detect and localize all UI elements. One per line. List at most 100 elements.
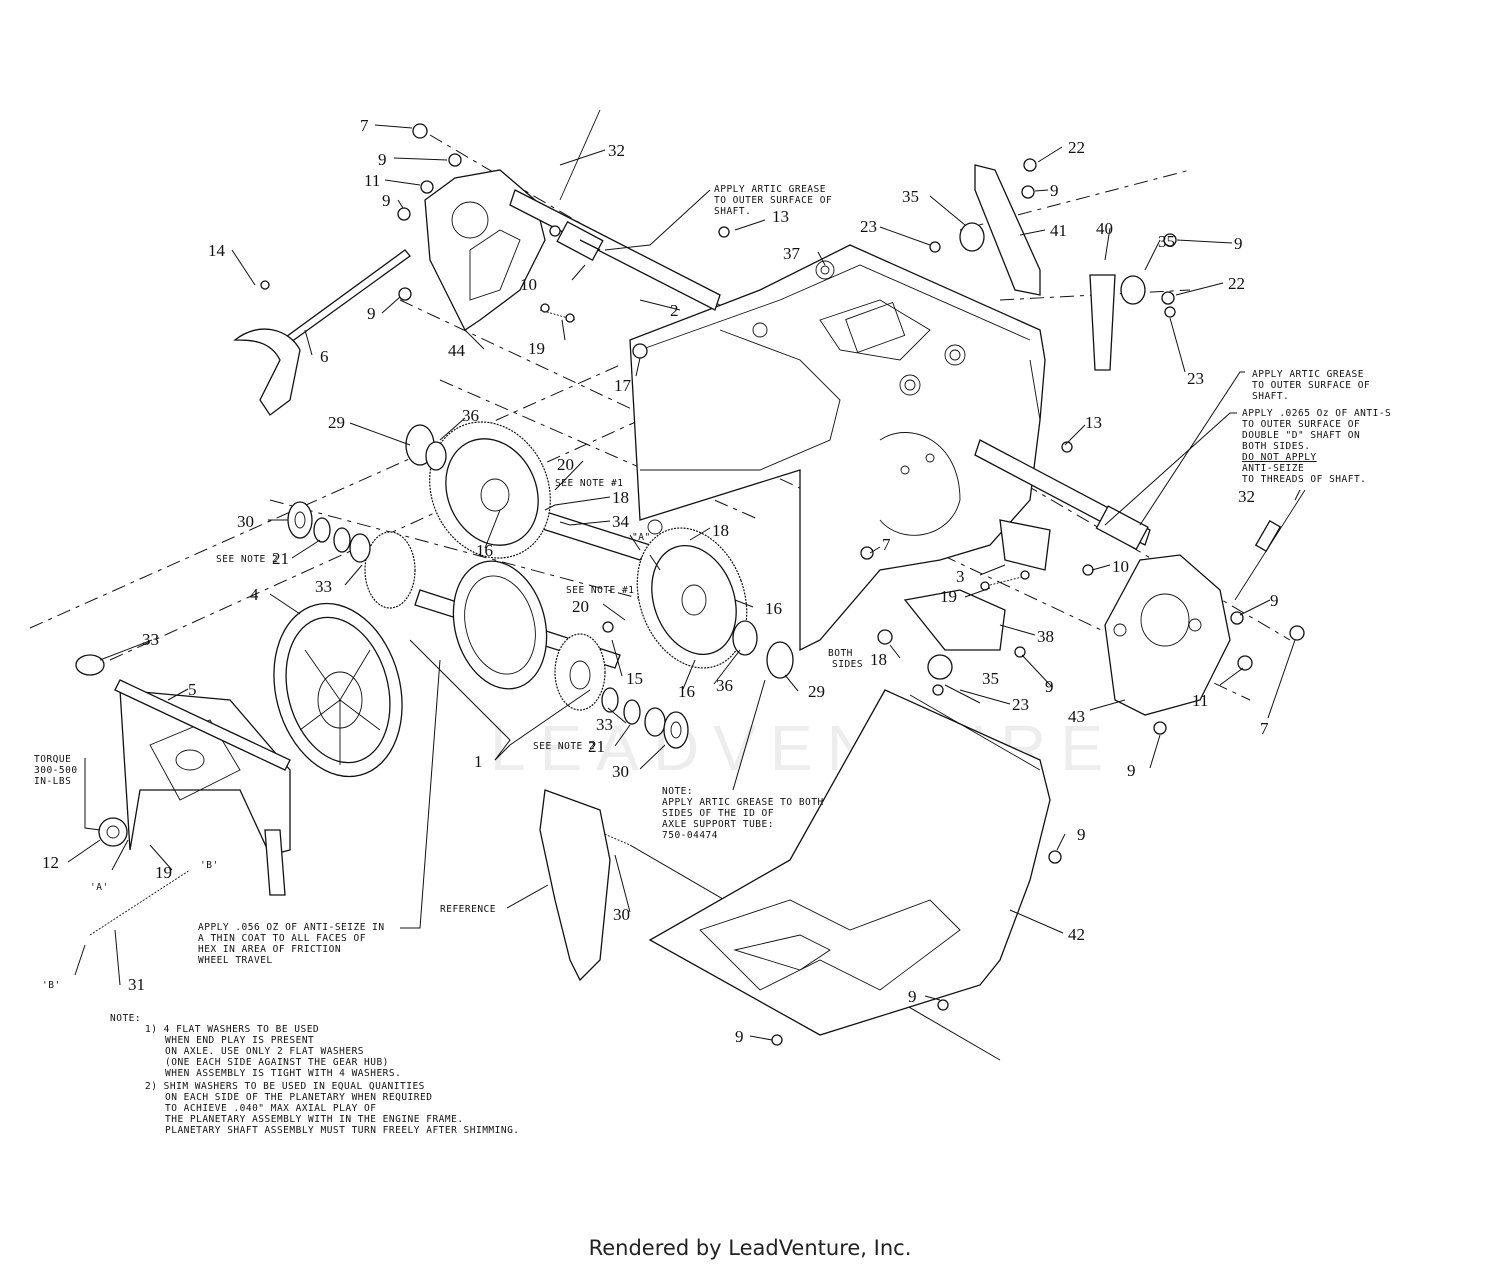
callout-18: 18	[612, 488, 629, 507]
callout-32: 32	[1238, 487, 1255, 506]
svg-text:BOTH SIDES.: BOTH SIDES.	[1242, 441, 1310, 452]
callout-40: 40	[1096, 219, 1113, 238]
see-note-1-lower: SEE NOTE #1	[566, 585, 634, 596]
callout-10: 10	[1112, 557, 1129, 576]
svg-text:TO ACHIEVE .040" MAX AXIAL PLA: TO ACHIEVE .040" MAX AXIAL PLAY OF	[165, 1103, 376, 1114]
svg-text:A THIN COAT TO ALL FACES OF: A THIN COAT TO ALL FACES OF	[198, 933, 366, 944]
callout-13: 13	[1085, 413, 1102, 432]
note-axle-grease: NOTE: APPLY ARTIC GREASE TO BOTH SIDES O…	[662, 786, 824, 841]
note-grease-top: APPLY ARTIC GREASE TO OUTER SURFACE OF S…	[714, 184, 832, 217]
callout-10: 10	[520, 275, 537, 294]
callout-6: 6	[320, 347, 329, 366]
see-note-1-upper: SEE NOTE #1	[555, 478, 623, 489]
callout-34: 34	[612, 512, 630, 531]
lower-gear	[636, 527, 794, 679]
hex-nut	[98, 817, 128, 847]
svg-text:WHEEL TRAVEL: WHEEL TRAVEL	[198, 955, 273, 966]
svg-text:300-500: 300-500	[34, 765, 78, 776]
callout-32: 32	[608, 141, 625, 160]
callout-44: 44	[448, 341, 466, 360]
fasteners	[260, 123, 1305, 1046]
svg-text:750-04474: 750-04474	[662, 830, 718, 841]
note-torque: TORQUE 300-500 IN-LBS	[34, 754, 78, 787]
callout-19: 19	[155, 863, 172, 882]
callout-9: 9	[735, 1027, 744, 1046]
callout-9: 9	[1127, 761, 1136, 780]
reference-labels: SEE NOTE #1 SEE NOTE 2 "A" SEE NOTE #1 S…	[42, 478, 863, 991]
svg-text:TO OUTER SURFACE OF: TO OUTER SURFACE OF	[1242, 419, 1360, 430]
callout-36: 36	[716, 676, 733, 695]
svg-text:TO THREADS OF SHAFT.: TO THREADS OF SHAFT.	[1242, 474, 1366, 485]
svg-text:ON AXLE. USE ONLY 2 FLAT WASHE: ON AXLE. USE ONLY 2 FLAT WASHERS	[165, 1046, 364, 1057]
note-antiseize-hex: APPLY .056 OZ OF ANTI-SEIZE IN A THIN CO…	[198, 922, 384, 966]
svg-text:ON EACH SIDE OF THE PLANETARY: ON EACH SIDE OF THE PLANETARY WHEN REQUI…	[165, 1092, 432, 1103]
ref-a-small: 'A'	[90, 882, 109, 893]
callout-41: 41	[1050, 221, 1067, 240]
callout-23: 21	[588, 737, 605, 756]
callout-43: 43	[1068, 707, 1085, 726]
callout-21: 18	[870, 650, 887, 669]
callout-18: 18	[712, 521, 729, 540]
svg-text:TO OUTER SURFACE OF: TO OUTER SURFACE OF	[1252, 380, 1370, 391]
see-note-2-lower: SEE NOTE 2	[533, 741, 595, 752]
callout-7: 7	[360, 116, 369, 135]
engine-frame-housing	[629, 244, 1046, 652]
planetary-assembly	[364, 531, 606, 711]
footer-credit: Rendered by LeadVenture, Inc.	[588, 1236, 912, 1260]
reference-panel	[539, 789, 611, 982]
note-antiseize-right: APPLY .0265 Oz OF ANTI-S TO OUTER SURFAC…	[1242, 408, 1391, 485]
svg-text:APPLY ARTIC GREASE TO BOTH: APPLY ARTIC GREASE TO BOTH	[662, 797, 824, 808]
svg-text:AXLE SUPPORT TUBE:: AXLE SUPPORT TUBE:	[662, 819, 774, 830]
svg-text:DO NOT APPLY: DO NOT APPLY	[1242, 452, 1317, 463]
svg-text:SHAFT.: SHAFT.	[714, 206, 751, 217]
callout-3: 3	[956, 567, 965, 586]
note-grease-right: APPLY ARTIC GREASE TO OUTER SURFACE OF S…	[1252, 369, 1370, 402]
svg-text:APPLY .0265 Oz OF ANTI-S: APPLY .0265 Oz OF ANTI-S	[1242, 408, 1391, 419]
callout-33: 33	[142, 630, 159, 649]
svg-text:HEX IN AREA OF FRICTION: HEX IN AREA OF FRICTION	[198, 944, 341, 955]
part-callouts: 7 9 11 9 9 32 14 6 44 10 19 2 17 13 37 2…	[42, 116, 1279, 1046]
left-side-cover	[424, 169, 546, 331]
callout-9: 9	[1234, 234, 1243, 253]
callout-29: 30	[612, 762, 629, 781]
svg-text:SHAFT.: SHAFT.	[1252, 391, 1289, 402]
callout-39: 37	[783, 244, 801, 263]
callout-16: 16	[678, 682, 695, 701]
callout-22: 20	[572, 597, 589, 616]
svg-text:TO OUTER SURFACE OF: TO OUTER SURFACE OF	[714, 195, 832, 206]
callout-35: 33	[596, 715, 613, 734]
callout-9: 9	[367, 304, 376, 323]
callout-12: 12	[42, 853, 59, 872]
callout-11: 11	[364, 171, 380, 190]
callout-36: 36	[462, 406, 479, 425]
callout-16: 16	[476, 541, 493, 560]
callout-20: 19	[528, 339, 545, 358]
callout-37: 35	[1158, 232, 1175, 251]
svg-text:2) SHIM WASHERS TO BE USED IN: 2) SHIM WASHERS TO BE USED IN EQUAL QUAN…	[145, 1081, 425, 1092]
callout-5: 5	[188, 680, 197, 699]
leader-lines	[67, 124, 1301, 1041]
callout-14: 14	[208, 241, 226, 260]
callout-23: 21	[272, 549, 289, 568]
svg-text:NOTE:: NOTE:	[110, 1013, 141, 1024]
svg-text:(ONE EACH SIDE AGAINST THE GEA: (ONE EACH SIDE AGAINST THE GEAR HUB)	[165, 1057, 389, 1068]
callout-9: 9	[1270, 591, 1279, 610]
svg-text:SIDES OF THE ID OF: SIDES OF THE ID OF	[662, 808, 774, 819]
callout-7: 7	[1260, 719, 1269, 738]
callout-22: 20	[557, 455, 574, 474]
callout-37: 35	[982, 669, 999, 688]
sides-label: SIDES	[832, 659, 863, 670]
callout-37: 35	[902, 187, 919, 206]
ref-a-label: "A"	[632, 532, 651, 543]
callout-11: 11	[1192, 691, 1208, 710]
bearings-washers-left	[287, 501, 689, 749]
callout-20: 19	[940, 587, 957, 606]
callout-9: 9	[378, 150, 387, 169]
callout-1: 1	[474, 752, 483, 771]
callout-9: 9	[1050, 181, 1059, 200]
ref-b-small-2: 'B'	[42, 980, 61, 991]
callout-28: 29	[808, 682, 825, 701]
callout-28: 29	[328, 413, 345, 432]
control-cables	[559, 109, 1306, 601]
